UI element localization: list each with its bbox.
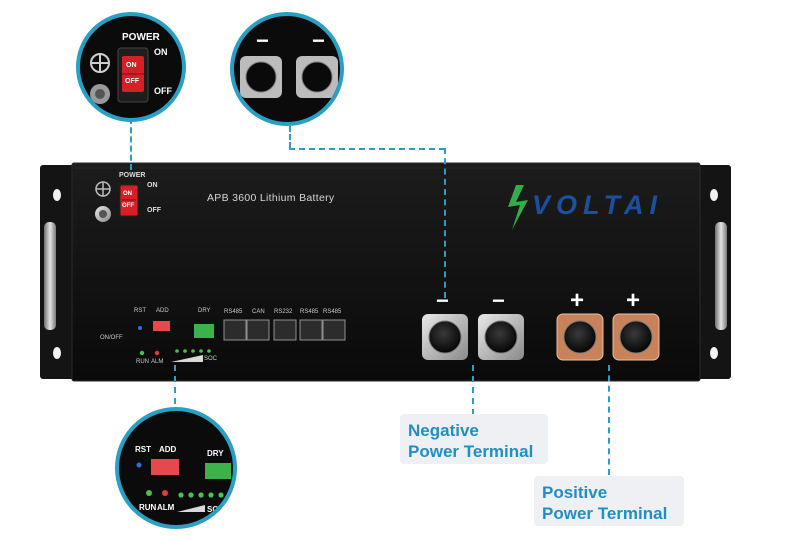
panel-power-label: POWER [119, 172, 146, 179]
port-label-rs485-2: RS485 [300, 309, 319, 315]
callout-add-label: ADD [159, 445, 177, 454]
panel-off-label: OFF [147, 207, 161, 214]
callout-run-label: RUN [139, 503, 157, 512]
positive-label-line2: Power Terminal [542, 504, 668, 523]
connector-line-positive [608, 365, 610, 475]
add-dip-switch[interactable] [153, 321, 170, 331]
positive-label-line1: Positive [542, 483, 608, 502]
panel-add-label: ADD [156, 308, 169, 314]
port-label-rs485-1: RS485 [224, 309, 243, 315]
panel-rst-label: RST [134, 308, 146, 314]
callout-switch-on-text: ON [126, 62, 137, 69]
negative-terminal-1[interactable] [422, 314, 468, 360]
indicators-callout: RST ADD DRY RUN ALM SOC [115, 407, 237, 529]
panel-soc-label: SOC [204, 356, 218, 362]
right-handle[interactable] [715, 222, 727, 330]
negative-symbol-2: − [492, 288, 505, 313]
port-label-can: CAN [252, 309, 265, 315]
connector-line-terminal-horizontal [289, 148, 445, 150]
callout-power-label: POWER [122, 32, 160, 43]
panel-switch-off-text: OFF [122, 203, 134, 209]
product-title: APB 3600 Lithium Battery [207, 192, 335, 204]
panel-dry-label: DRY [198, 308, 211, 314]
negative-terminal-label: Negative Power Terminal [400, 414, 548, 464]
callout-alm-label: ALM [157, 503, 175, 512]
positive-symbol-1: + [570, 287, 585, 314]
negative-terminal-2[interactable] [478, 314, 524, 360]
negative-label-line1: Negative [408, 421, 479, 440]
negative-symbol-1: − [436, 288, 449, 313]
positive-terminal-1[interactable] [556, 313, 604, 361]
callout-off-label: OFF [154, 86, 172, 96]
negative-terminals-callout: − − [230, 12, 344, 126]
panel-onoff-label: ON/OFF [100, 335, 123, 341]
connector-line-indicators [174, 365, 176, 415]
callout-on-label: ON [154, 47, 168, 57]
connector-line-terminal-top [289, 118, 291, 148]
callout-soc-label: SOC [207, 505, 225, 514]
voltai-logo-bolt-icon [508, 185, 528, 230]
callout-switch-off-text: OFF [125, 78, 139, 85]
dry-contact-terminal [194, 324, 214, 338]
left-handle[interactable] [44, 222, 56, 330]
rj45-port-group[interactable] [223, 319, 346, 341]
panel-switch-on-text: ON [123, 191, 132, 197]
port-label-rs232: RS232 [274, 309, 293, 315]
positive-terminal-2[interactable] [612, 313, 660, 361]
callout-rst-label: RST [135, 445, 151, 454]
panel-run-label: RUN [136, 359, 149, 365]
negative-label-line2: Power Terminal [408, 442, 534, 461]
callout-negative-symbol-1: − [256, 28, 269, 53]
connector-line-negative [472, 365, 474, 415]
connector-line-power [130, 118, 132, 170]
power-switch-callout: POWER ON OFF ON OFF [76, 12, 186, 122]
panel-alm-label: ALM [151, 359, 164, 365]
panel-on-label: ON [147, 182, 158, 189]
callout-dry-label: DRY [207, 449, 224, 458]
positive-symbol-2: + [626, 287, 641, 314]
positive-terminal-label: Positive Power Terminal [534, 476, 684, 526]
callout-negative-symbol-2: − [312, 28, 325, 53]
port-label-rs485-3: RS485 [323, 309, 342, 315]
brand-name: VOLTAI [532, 190, 663, 220]
connector-line-terminal-down [444, 148, 446, 298]
